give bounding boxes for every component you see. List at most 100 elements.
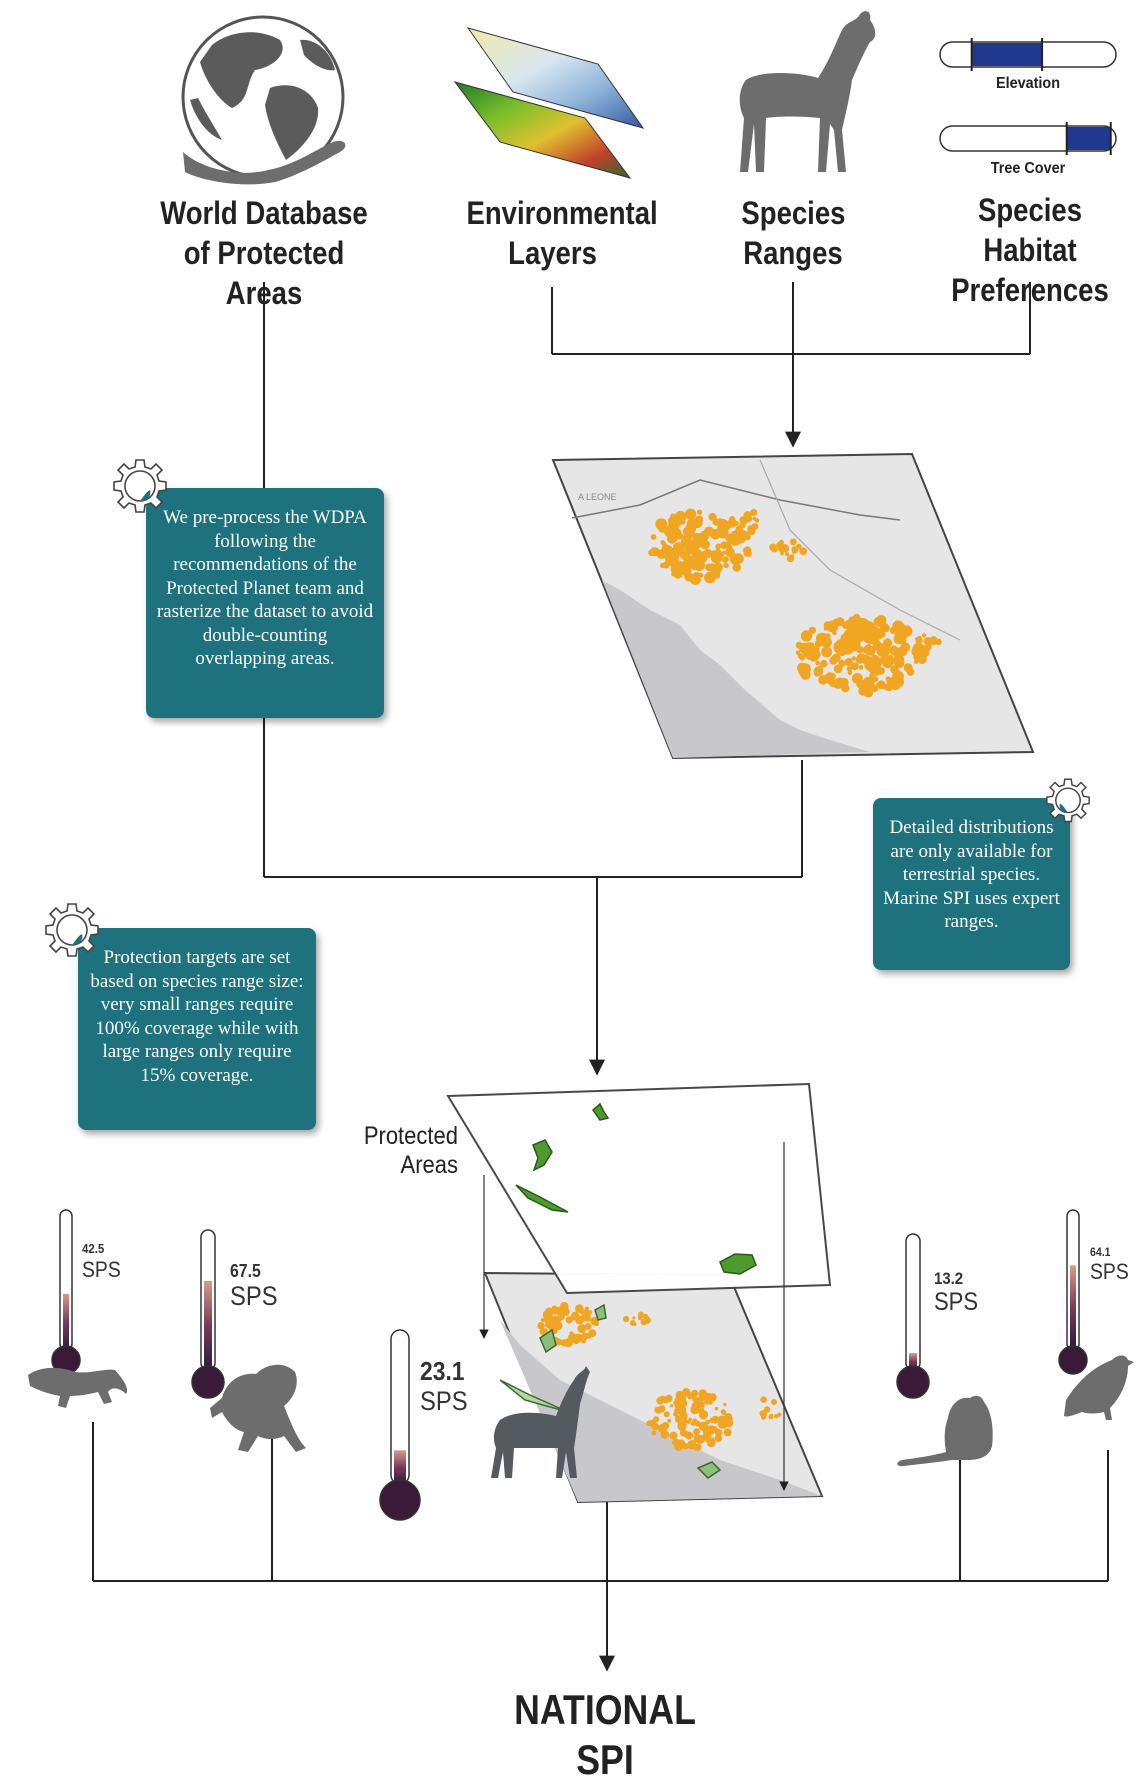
globe-hand-icon <box>181 15 346 185</box>
range-patch <box>863 644 874 655</box>
range-patch <box>892 666 899 673</box>
thermometer-level <box>909 1353 917 1370</box>
range-patch <box>846 666 853 672</box>
range-patch <box>881 623 890 633</box>
range-patch <box>872 676 879 683</box>
thermometer-level <box>204 1280 212 1370</box>
range-patch <box>858 665 864 670</box>
range-patch <box>552 1306 559 1313</box>
range-patch <box>725 547 735 558</box>
range-patch <box>823 626 829 631</box>
range-patch <box>882 656 894 669</box>
range-patch <box>584 1322 592 1330</box>
range-patch <box>696 509 703 515</box>
thermometer-rat <box>896 1233 930 1399</box>
slider-0 <box>939 38 1117 71</box>
thermometer-bulb <box>191 1365 225 1399</box>
range-patch <box>832 653 841 663</box>
range-patch <box>650 534 657 540</box>
thermometer-bulb <box>379 1479 421 1521</box>
range-patch <box>711 1415 720 1424</box>
range-patch <box>724 1413 733 1422</box>
connectors <box>92 282 1109 1672</box>
range-patch <box>789 554 795 559</box>
range-patch <box>644 1316 651 1324</box>
range-patch <box>686 1393 693 1400</box>
range-patch <box>710 1437 715 1442</box>
range-patch <box>692 1396 698 1402</box>
range-patch <box>698 1393 703 1397</box>
note-wdpa-preprocessing: We pre-process the WDPA following the re… <box>146 488 384 718</box>
thermometer-bird <box>1058 1209 1088 1375</box>
environmental-layers-icon <box>453 27 645 179</box>
range-patch <box>722 556 729 563</box>
thermometer-bulb <box>896 1365 930 1399</box>
range-patch <box>917 635 922 641</box>
range-patch <box>708 576 714 582</box>
range-patch <box>718 1415 726 1424</box>
range-patch <box>714 562 723 572</box>
range-patch <box>848 638 853 643</box>
range-patch <box>543 1310 549 1317</box>
range-patch <box>590 1316 599 1326</box>
range-patch <box>861 654 872 665</box>
range-patch <box>575 1304 584 1313</box>
range-patch <box>861 631 872 641</box>
range-patch <box>856 646 864 654</box>
range-patch <box>694 515 704 524</box>
range-patch <box>776 541 784 550</box>
range-patch <box>657 1423 668 1433</box>
range-patch <box>679 1411 688 1421</box>
range-patch <box>795 543 802 550</box>
range-patch <box>926 642 932 648</box>
lizard-silhouette-icon <box>28 1367 128 1408</box>
range-patch <box>882 653 888 659</box>
range-patch <box>565 1316 573 1324</box>
range-patch <box>833 642 838 648</box>
range-patch <box>915 647 920 652</box>
range-patch <box>676 568 681 574</box>
gear-icon <box>113 459 167 513</box>
range-patch <box>745 534 751 540</box>
range-patch <box>693 1428 701 1436</box>
range-patch <box>892 627 897 633</box>
range-patch <box>660 540 665 545</box>
range-patch <box>865 627 871 633</box>
range-patch <box>680 1396 685 1401</box>
range-patch <box>731 530 737 537</box>
range-patch <box>725 533 735 543</box>
range-patch <box>667 1418 672 1423</box>
range-patch <box>674 554 680 560</box>
note-marine-distributions: Detailed distributions are only availabl… <box>873 798 1070 970</box>
range-patch <box>929 637 939 646</box>
range-patch <box>751 523 759 531</box>
range-patch <box>872 630 880 637</box>
range-patch <box>851 656 856 661</box>
sps-label-rat: 13.2 SPS <box>934 1269 979 1316</box>
range-patch <box>774 1413 779 1419</box>
sps-label-bird: 64.1 SPS <box>1090 1245 1129 1284</box>
sps-label-frog: 67.5 SPS <box>230 1261 278 1311</box>
range-patch <box>848 627 859 638</box>
range-patch <box>549 1320 555 1326</box>
range-patch <box>680 550 691 561</box>
rat-silhouette-icon <box>897 1395 993 1467</box>
range-patch <box>707 1399 713 1405</box>
thermometer-level <box>1070 1265 1076 1350</box>
note-protection-targets: Protection targets are set based on spec… <box>78 928 316 1130</box>
range-patch <box>663 1398 669 1404</box>
range-patch <box>571 1333 578 1340</box>
species-range-map: A LEONE <box>551 452 1035 760</box>
range-patch <box>889 645 899 655</box>
range-patch <box>876 680 886 690</box>
gear-icon <box>1046 778 1090 823</box>
range-patch <box>575 1315 584 1325</box>
range-patch <box>719 1421 728 1429</box>
range-patch <box>896 622 906 631</box>
range-patch <box>700 539 710 550</box>
range-patch <box>842 643 854 655</box>
range-patch <box>769 543 777 551</box>
slider-label-elevation: Elevation <box>995 75 1061 92</box>
range-patch <box>729 516 736 522</box>
thermometer-level <box>63 1293 69 1350</box>
